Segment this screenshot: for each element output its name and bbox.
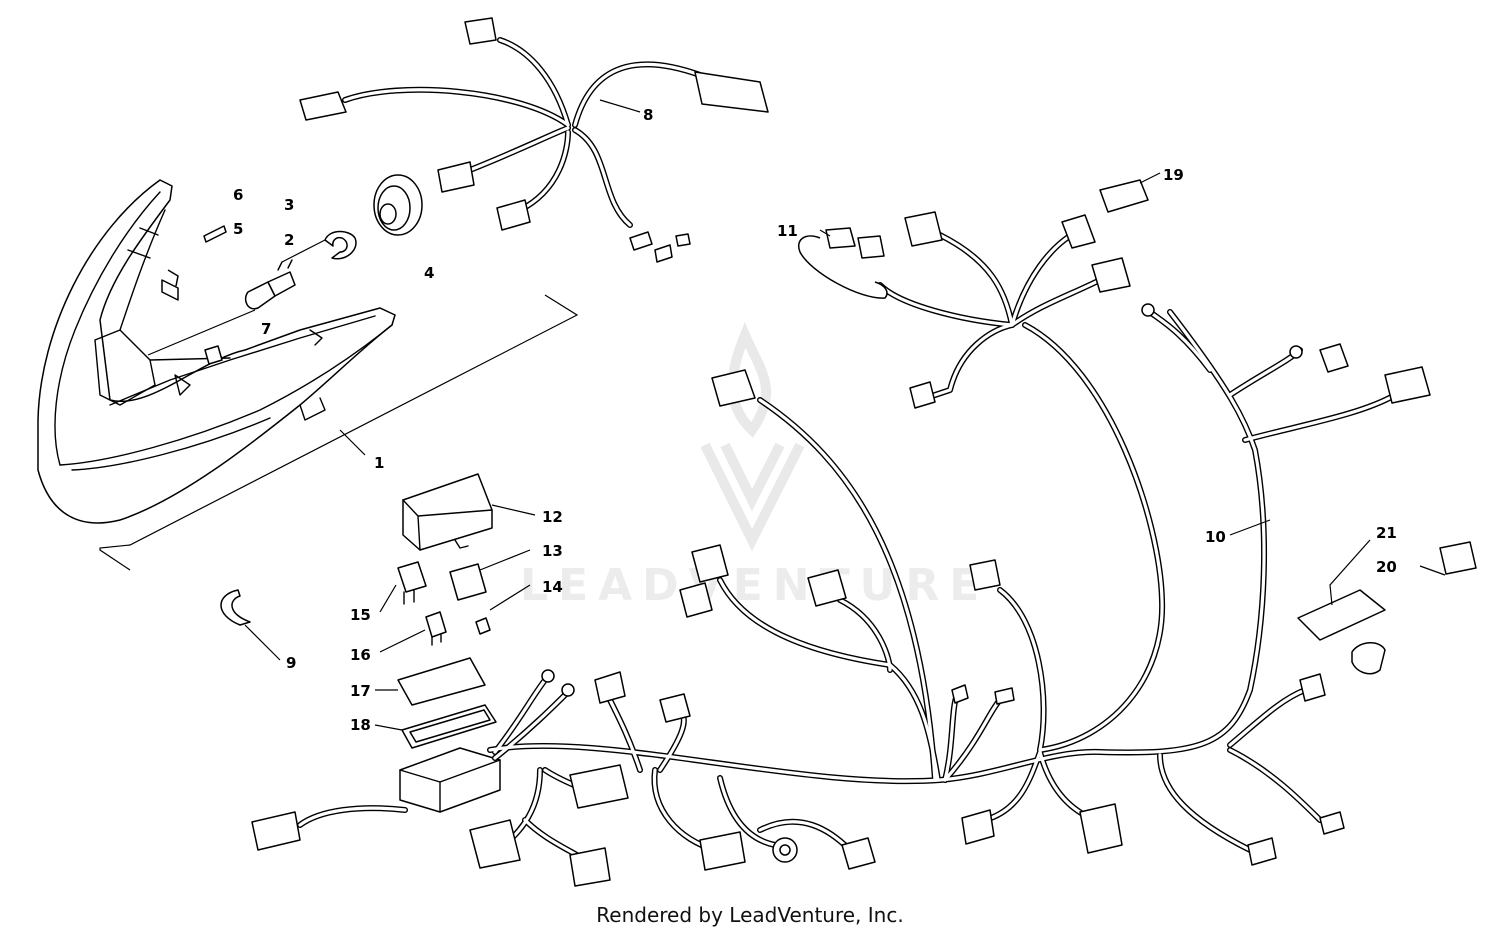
callout-13: 13 (542, 542, 563, 560)
callout-21: 21 (1376, 524, 1397, 542)
callout-18: 18 (350, 716, 371, 734)
callout-1: 1 (374, 454, 384, 472)
bulb (244, 259, 296, 310)
retainer-ring (324, 230, 357, 260)
callout-14: 14 (542, 578, 563, 596)
clip (204, 345, 223, 365)
callout-6: 6 (233, 186, 243, 204)
callout-2: 2 (284, 231, 294, 249)
callout-15: 15 (350, 606, 371, 624)
harness-connectors (251, 179, 1477, 887)
relay-large (397, 561, 427, 605)
callouts: 1 2 3 4 5 6 7 8 9 10 11 12 13 14 15 16 1… (233, 106, 1397, 734)
callout-16: 16 (350, 646, 371, 664)
callout-17: 17 (350, 682, 371, 700)
callout-8: 8 (643, 106, 653, 124)
headlight-housing (37, 179, 396, 524)
callout-5: 5 (233, 220, 243, 238)
callout-7: 7 (261, 320, 271, 338)
watermark-logo-icon (700, 442, 805, 552)
small-fuse (475, 617, 491, 635)
callout-9: 9 (286, 654, 296, 672)
fuse-box-cover (402, 473, 493, 551)
callout-19: 19 (1163, 166, 1184, 184)
callout-4: 4 (424, 264, 434, 282)
cable-tie (220, 589, 251, 626)
callout-12: 12 (542, 508, 563, 526)
bulb-boot (373, 174, 423, 236)
fuse-label (397, 657, 486, 706)
callout-11: 11 (777, 222, 798, 240)
callout-10: 10 (1205, 528, 1226, 546)
fuse-box-seal (401, 704, 497, 749)
relay-small (425, 611, 447, 646)
assembly-bracket-line (99, 294, 579, 571)
bracket (161, 269, 179, 301)
watermark-text: LEADVENTURE (520, 560, 989, 611)
watermark: LEADVENTURE (520, 321, 989, 611)
render-credit: Rendered by LeadVenture, Inc. (596, 903, 904, 927)
callout-20: 20 (1376, 558, 1397, 576)
fuse-block (449, 563, 487, 601)
headlight-harness (299, 17, 769, 263)
callout-3: 3 (284, 196, 294, 214)
screw (203, 225, 227, 243)
fuse-box-base (399, 747, 501, 813)
